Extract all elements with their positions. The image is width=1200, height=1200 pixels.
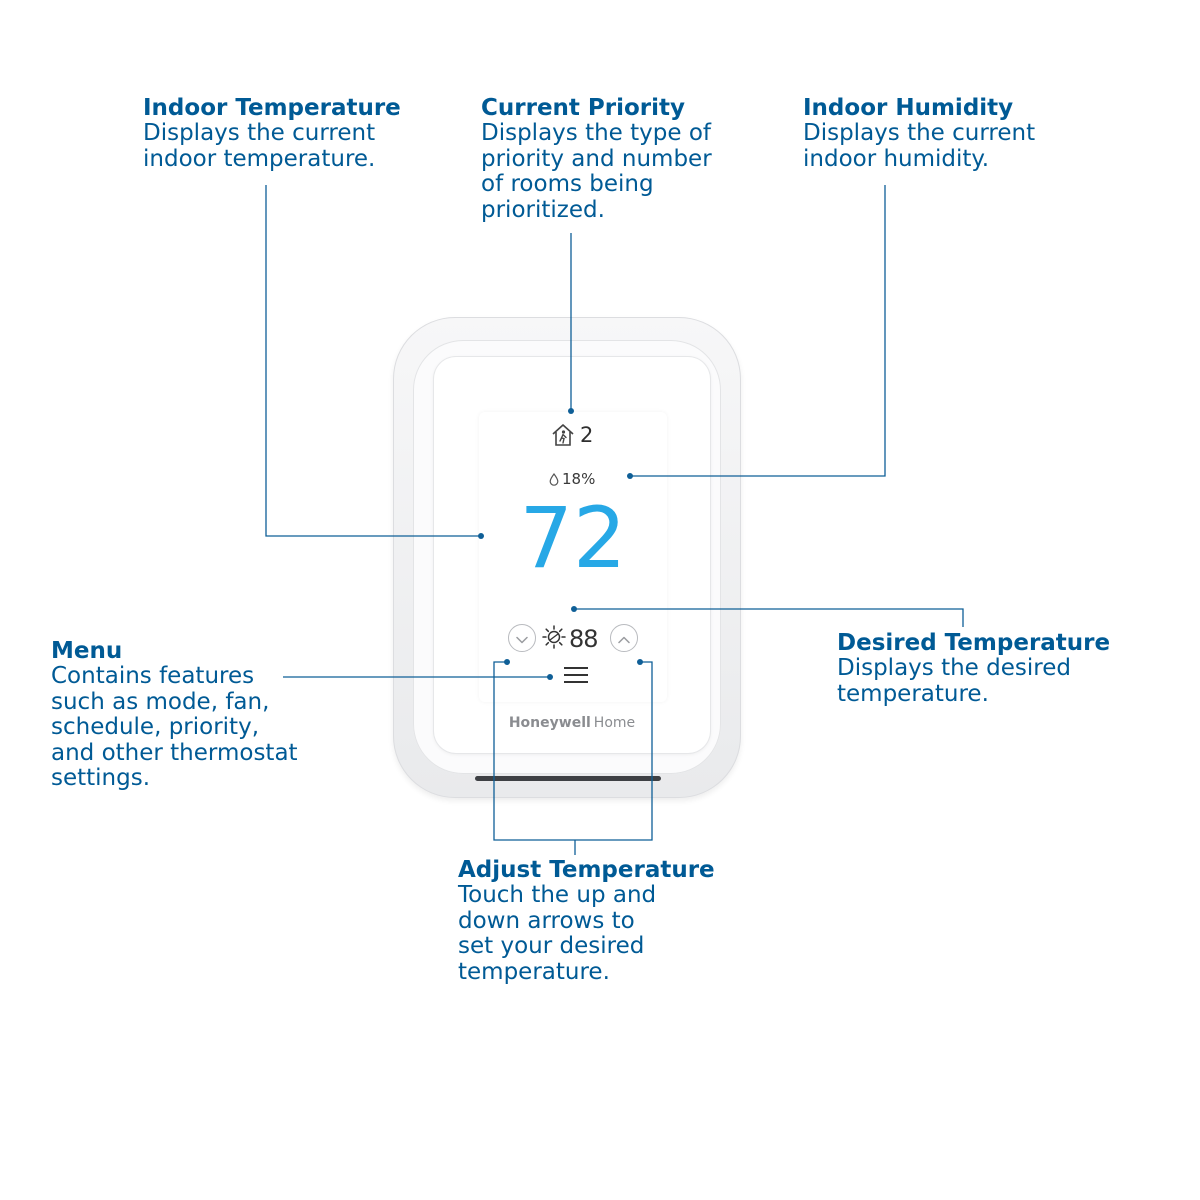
dot-adjust-up bbox=[637, 659, 643, 665]
callout-description: Displays the type of priority and number… bbox=[481, 120, 712, 223]
thermostat-screen bbox=[479, 412, 667, 702]
chevron-down-icon bbox=[516, 629, 528, 648]
callout-description: Touch the up and down arrows to set your… bbox=[458, 882, 657, 985]
callout-description: Displays the current indoor humidity. bbox=[803, 120, 1036, 172]
chevron-up-icon bbox=[618, 629, 630, 648]
hamburger-menu-icon[interactable] bbox=[564, 666, 588, 684]
temperature-up-button[interactable] bbox=[610, 624, 638, 652]
callout-description: Displays the desired temperature. bbox=[837, 655, 1071, 707]
leader-adjust-right bbox=[575, 661, 653, 841]
dot-indoor-humidity bbox=[627, 473, 633, 479]
leader-indoor-temperature bbox=[265, 185, 481, 537]
leader-adjust-left bbox=[493, 661, 575, 841]
dot-menu bbox=[547, 674, 553, 680]
callout-adjust-temperature: Adjust Temperature Touch the up and down… bbox=[458, 857, 715, 985]
callout-description: Contains features such as mode, fan, sch… bbox=[51, 663, 298, 791]
callout-title: Adjust Temperature bbox=[458, 857, 715, 883]
dot-desired-temperature bbox=[571, 606, 577, 612]
humidity-readout: 18% bbox=[549, 469, 595, 489]
desired-temperature-display: 88 bbox=[541, 624, 599, 654]
dot-indoor-temperature bbox=[478, 533, 484, 539]
callout-title: Indoor Temperature bbox=[143, 95, 401, 121]
leader-desired-temperature bbox=[574, 608, 964, 627]
callout-title: Menu bbox=[51, 638, 123, 664]
droplet-icon bbox=[549, 472, 562, 486]
dot-current-priority bbox=[568, 408, 574, 414]
brand-secondary: Home bbox=[593, 715, 636, 731]
callout-description: Displays the current indoor temperature. bbox=[143, 120, 376, 172]
callout-menu: Menu Contains features such as mode, fan… bbox=[51, 638, 298, 792]
brand-primary: Honeywell bbox=[508, 715, 591, 731]
callout-indoor-temperature: Indoor Temperature Displays the current … bbox=[143, 95, 401, 172]
thermostat-vent bbox=[475, 776, 661, 781]
callout-title: Indoor Humidity bbox=[803, 95, 1014, 121]
temperature-down-button[interactable] bbox=[508, 624, 536, 652]
callout-title: Desired Temperature bbox=[837, 630, 1111, 656]
setpoint-value: 88 bbox=[569, 625, 599, 653]
home-person-icon bbox=[551, 423, 575, 447]
callout-current-priority: Current Priority Displays the type of pr… bbox=[481, 95, 712, 223]
callout-title: Current Priority bbox=[481, 95, 686, 121]
callout-indoor-humidity: Indoor Humidity Displays the current ind… bbox=[803, 95, 1035, 172]
indoor-temperature: 72 bbox=[519, 489, 627, 587]
sun-cool-icon bbox=[541, 624, 567, 654]
dot-adjust-down bbox=[504, 659, 510, 665]
priority-room-count: 2 bbox=[580, 423, 594, 447]
priority-indicator[interactable]: 2 bbox=[551, 422, 593, 448]
humidity-value: 18% bbox=[562, 470, 596, 488]
leader-indoor-humidity bbox=[630, 185, 886, 477]
callout-desired-temperature: Desired Temperature Displays the desired… bbox=[837, 630, 1110, 707]
